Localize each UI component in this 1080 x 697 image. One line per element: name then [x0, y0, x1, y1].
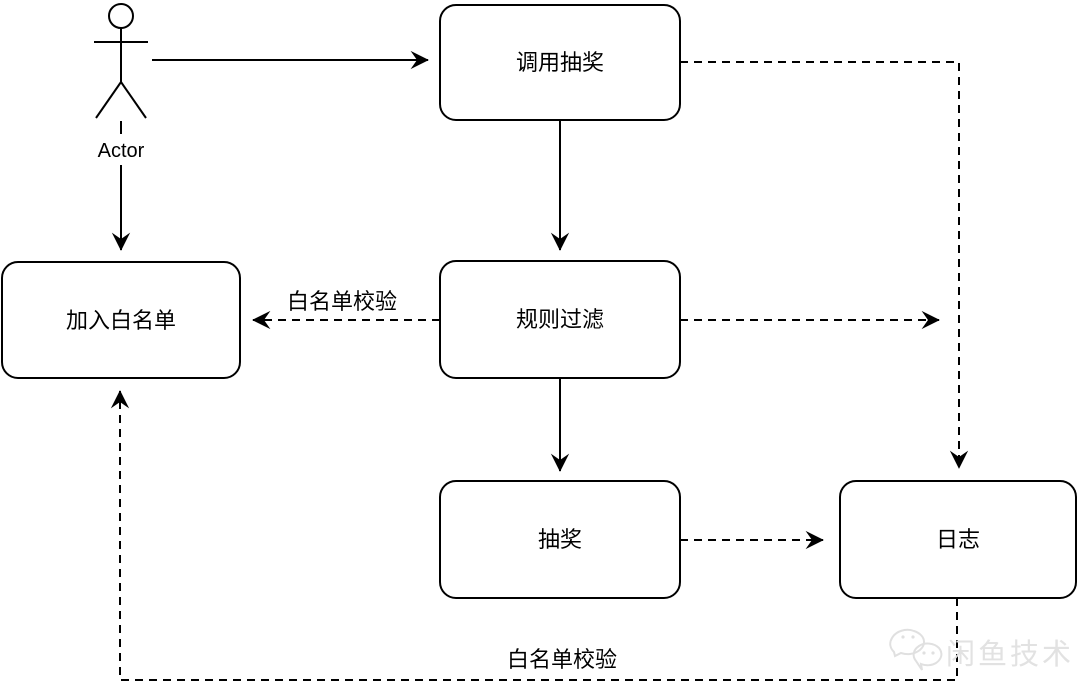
- node-lottery: 抽奖: [439, 480, 681, 599]
- watermark-label: 闲鱼技术: [946, 638, 1074, 671]
- node-rule-filter: 规则过滤: [439, 260, 681, 379]
- node-call-lottery-label: 调用抽奖: [516, 50, 604, 75]
- edge-label-whitelist-check-mid: 白名单校验: [287, 289, 397, 314]
- node-rule-filter-box: [439, 260, 681, 379]
- node-log-label: 日志: [936, 527, 980, 552]
- actor-figure: Actor: [94, 3, 148, 162]
- node-log: 日志: [839, 480, 1077, 599]
- node-add-whitelist: 加入白名单: [1, 261, 241, 379]
- node-lottery-box: [439, 480, 681, 599]
- node-add-whitelist-label: 加入白名单: [66, 308, 176, 333]
- actor-head: [108, 3, 134, 29]
- wechat-logo-icon: [889, 628, 943, 671]
- actor-leg-right: [120, 81, 147, 119]
- watermark: 闲鱼技术: [889, 628, 1074, 671]
- actor-leg-left: [95, 81, 122, 119]
- node-rule-filter-label: 规则过滤: [516, 307, 604, 332]
- edges: [110, 50, 969, 681]
- edge-call-lottery-to-log: [680, 61, 969, 469]
- node-call-lottery: 调用抽奖: [439, 4, 681, 121]
- node-log-box: [839, 480, 1077, 599]
- node-call-lottery-box: [439, 4, 681, 121]
- edge-label-whitelist-check-bottom: 白名单校验: [507, 647, 617, 672]
- node-lottery-label: 抽奖: [538, 527, 582, 552]
- actor-label: Actor: [98, 140, 145, 162]
- wechat-bubble-back: [889, 628, 926, 658]
- wechat-bubble-front: [912, 642, 943, 671]
- node-add-whitelist-box: [1, 261, 241, 379]
